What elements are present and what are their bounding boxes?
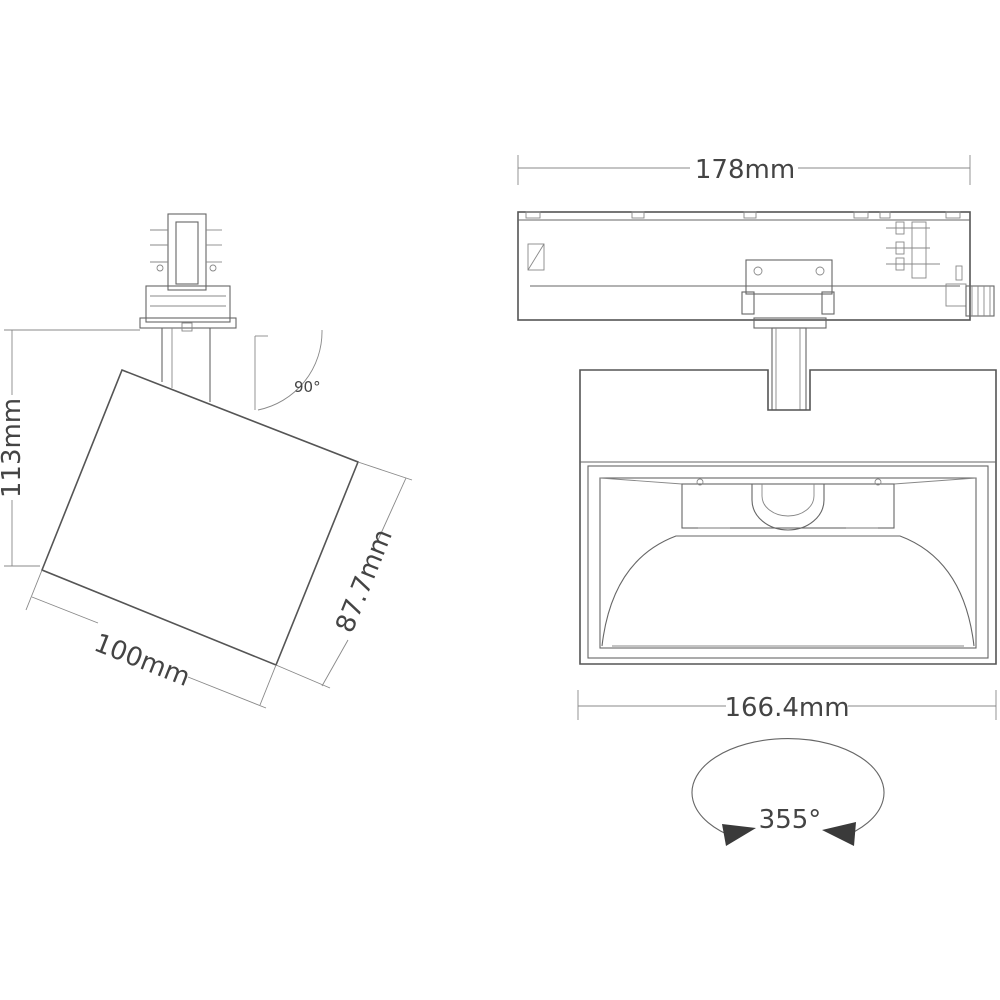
dim-height-side-label: 113mm bbox=[0, 398, 27, 498]
dim-tilt bbox=[254, 329, 323, 411]
dim-rotation-label: 355° bbox=[759, 805, 822, 835]
dim-head-width bbox=[577, 690, 997, 720]
dim-tilt-label: 90° bbox=[294, 378, 321, 396]
rotation-arrow-right-icon bbox=[822, 822, 856, 846]
dim-body-depth bbox=[275, 461, 413, 689]
mount-bracket bbox=[741, 259, 835, 411]
dim-head-width-label: 166.4mm bbox=[724, 693, 849, 723]
dim-body-width-label: 100mm bbox=[90, 628, 194, 693]
head-body-side bbox=[40, 368, 360, 667]
track-adapter bbox=[517, 211, 995, 321]
head-front bbox=[579, 369, 997, 665]
rotation-indicator bbox=[691, 738, 885, 846]
rotation-arrow-left-icon bbox=[722, 824, 756, 846]
dim-track-length-label: 178mm bbox=[695, 155, 795, 185]
side-adapter bbox=[139, 213, 237, 402]
front-view: 178mm bbox=[517, 155, 997, 846]
dim-body-depth-label: 87.7mm bbox=[330, 525, 398, 637]
dim-body-width bbox=[25, 569, 277, 709]
dim-height-side bbox=[4, 329, 140, 567]
dim-track-length bbox=[517, 155, 971, 185]
side-view: 113mm 100mm 87.7mm 90° bbox=[0, 213, 413, 709]
